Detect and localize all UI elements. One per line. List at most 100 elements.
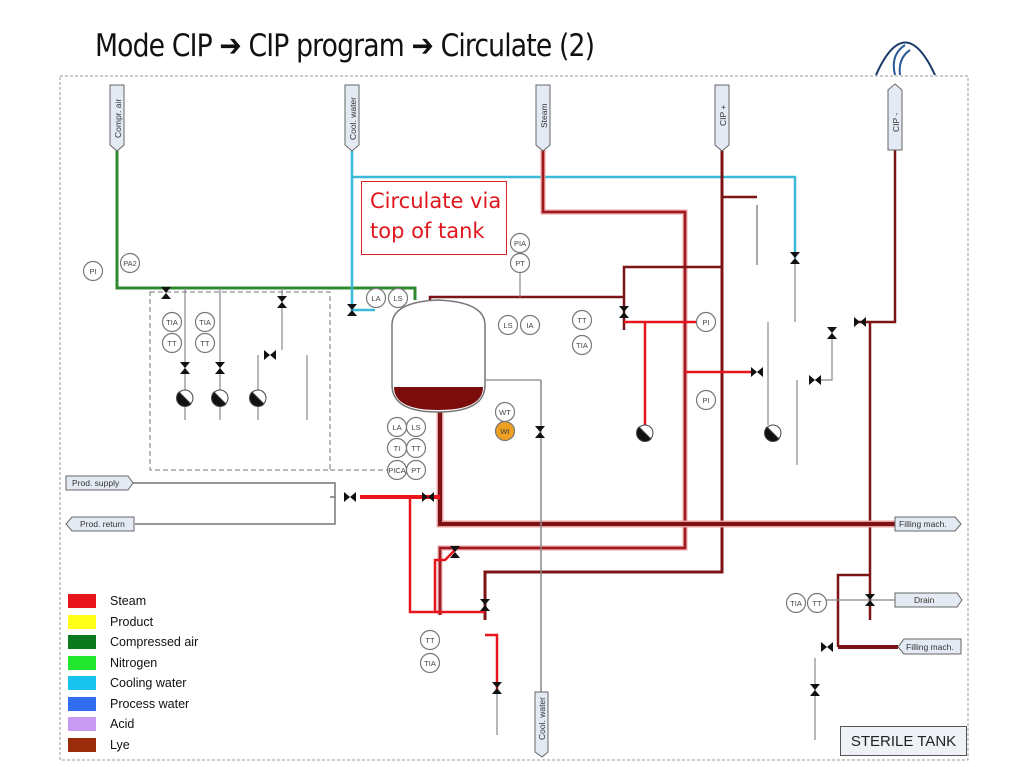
tag-filling-mach-1: Filling mach. <box>894 516 962 532</box>
callout-annotation: Circulate via top of tank <box>361 181 507 255</box>
cip-minus-pipe <box>855 150 897 324</box>
tag-label: Steam <box>539 103 549 128</box>
valve-icon <box>865 594 875 606</box>
valve-icon <box>180 362 190 374</box>
instrument-label: WI <box>500 427 509 436</box>
valve-icon <box>790 252 800 264</box>
instrument-bubble <box>571 309 593 331</box>
instrument-bubble <box>785 592 807 614</box>
cooling-water-header <box>352 175 797 258</box>
tag-label: Compr. air <box>113 99 123 138</box>
legend-swatch <box>68 676 96 691</box>
tank-liquid <box>394 387 483 410</box>
tag-prod-supply: Prod. supply <box>65 475 134 491</box>
tag-label: Filling mach. <box>906 642 954 652</box>
tag-label: Cool. water <box>348 97 358 140</box>
instrument-tt: TT <box>161 332 183 354</box>
legend-label: Cooling water <box>110 676 187 691</box>
instrument-bubble <box>161 311 183 333</box>
instrument-tt: TT <box>405 437 427 459</box>
tag-label: Prod. return <box>80 519 125 529</box>
instrument-label: PI <box>702 396 709 405</box>
instrument-tt: TT <box>419 629 441 651</box>
instrument-bubble <box>194 332 216 354</box>
instrument-label: LS <box>503 321 512 330</box>
instrument-tia: TIA <box>194 311 216 333</box>
company-logo-icon <box>875 41 936 76</box>
instrument-label: PICA <box>388 466 406 475</box>
cip-plus-pipe <box>483 150 724 620</box>
tag-label: CIP + <box>718 105 728 126</box>
legend-item: Lye <box>68 735 198 756</box>
instrument-bubble <box>82 260 104 282</box>
instrument-bubble <box>119 252 141 274</box>
instrument-la: LA <box>386 416 408 438</box>
pump-icon <box>249 389 267 407</box>
valve-icon <box>161 287 171 299</box>
tag-label: CIP - <box>891 113 901 132</box>
legend-swatch <box>68 614 96 629</box>
valve-icon <box>810 684 820 696</box>
instrument-label: TT <box>200 339 210 348</box>
instrument-ls: LS <box>387 287 409 309</box>
instrument-bubble <box>695 311 717 333</box>
instrument-label: PT <box>515 259 525 268</box>
tag-filling-mach-2: Filling mach. <box>897 638 962 655</box>
legend-swatch <box>68 594 96 609</box>
valve-icon <box>422 492 434 502</box>
legend-swatch <box>68 655 96 670</box>
instrument-label: TI <box>394 444 401 453</box>
instrument-tia: TIA <box>419 652 441 674</box>
legend-label: Steam <box>110 594 147 609</box>
instrument-pia: PIA <box>509 232 531 254</box>
instrument-label: TT <box>411 444 421 453</box>
legend-swatch <box>68 737 96 752</box>
instrument-label: TIA <box>576 341 588 350</box>
legend-label: Process water <box>110 696 190 711</box>
instrument-bubble <box>494 420 516 442</box>
instrument-ti: TI <box>386 437 408 459</box>
legend-item: Cooling water <box>68 673 198 694</box>
pump-icon <box>764 424 782 442</box>
instrument-label: TIA <box>790 599 802 608</box>
instrument-bubble <box>806 592 828 614</box>
valve-icon <box>264 350 276 360</box>
instrument-bubble <box>194 311 216 333</box>
control-boundary <box>149 291 331 471</box>
legend-label: Acid <box>110 717 135 732</box>
instrument-label: PI <box>89 267 96 276</box>
instrument-label: TIA <box>166 318 178 327</box>
valve-icon <box>535 426 545 438</box>
legend-item: Process water <box>68 694 198 715</box>
sterile-tank-vessel <box>391 299 486 413</box>
tag-cip-plus: CIP + <box>714 84 730 152</box>
instrument-pi: PI <box>695 311 717 333</box>
slide-title: Mode CIP ➔ CIP program ➔ Circulate (2) <box>95 28 595 64</box>
legend-swatch <box>68 717 96 732</box>
tag-steam: Steam <box>535 84 551 152</box>
tag-label: Prod. supply <box>72 478 120 488</box>
valve-icon <box>492 682 502 694</box>
legend-label: Nitrogen <box>110 655 158 670</box>
tag-cip-minus: CIP - <box>887 83 903 151</box>
tag-compr-air: Compr. air <box>109 84 125 152</box>
legend-label: Lye <box>110 737 130 752</box>
callout-line-1: Circulate via <box>370 189 502 213</box>
legend-item: Steam <box>68 591 198 612</box>
instrument-tt: TT <box>571 309 593 331</box>
callout-line-2: top of tank <box>370 219 485 243</box>
instrument-bubble <box>695 389 717 411</box>
pump-icon <box>176 389 194 407</box>
instrument-pi: PI <box>695 389 717 411</box>
valve-icon <box>450 546 460 558</box>
pumps <box>176 389 782 442</box>
valve-icon <box>821 642 833 652</box>
instrument-bubble <box>419 652 441 674</box>
instrument-tt: TT <box>806 592 828 614</box>
valve-icon <box>215 362 225 374</box>
instrument-bubble <box>405 416 427 438</box>
instrument-label: TIA <box>424 659 436 668</box>
